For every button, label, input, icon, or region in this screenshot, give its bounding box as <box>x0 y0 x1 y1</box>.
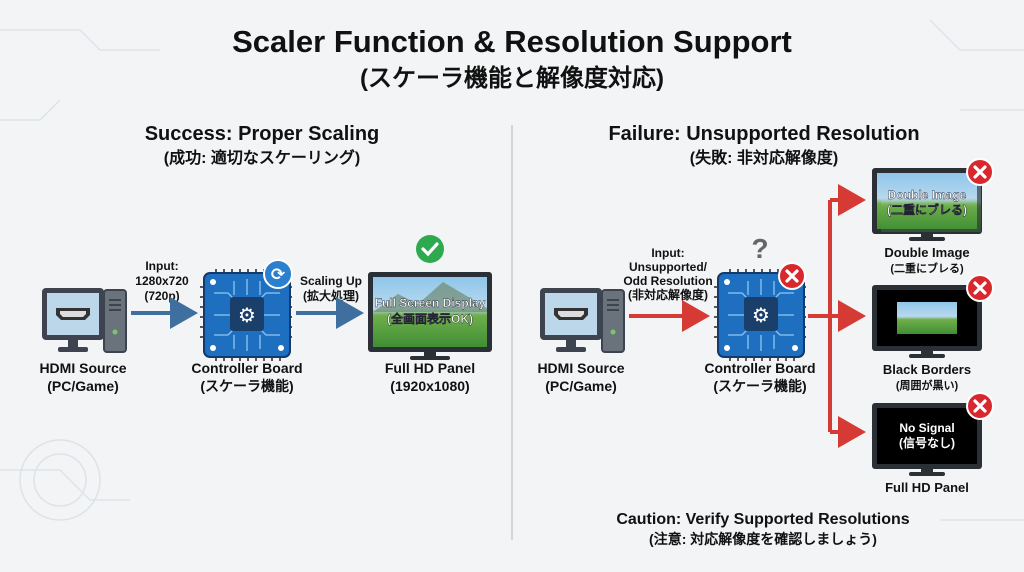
page-title: Scaler Function & Resolution Support <box>232 24 792 59</box>
black-borders-label: Black Borders <box>883 362 971 377</box>
scaling-sub: (拡大処理) <box>303 288 359 303</box>
error-icon <box>965 391 995 421</box>
source-sub: (PC/Game) <box>47 378 119 394</box>
error-icon <box>965 157 995 187</box>
no-signal-screen-sub: (信号なし) <box>899 435 955 450</box>
input-odd-resolution: Odd Resolution <box>623 274 712 288</box>
check-icon <box>416 235 444 263</box>
refresh-icon: ⟳ <box>263 259 293 289</box>
black-borders-monitor-icon <box>872 285 982 358</box>
failure-panel: Failure: Unsupported Resolution (失敗: 非対応… <box>537 123 995 547</box>
double-image-monitor-icon <box>872 168 982 241</box>
panel-screen-sub: (全画面表示OK) <box>387 311 473 326</box>
failure-heading: Failure: Unsupported Resolution <box>608 123 919 145</box>
double-image-screen-sub: (二重にブレる) <box>887 202 967 217</box>
caution-sub: (注意: 対応解像度を確認しましょう) <box>649 531 877 547</box>
input-label: Input: <box>145 259 178 273</box>
input-mode: (720p) <box>144 289 179 303</box>
board-label: Controller Board <box>191 360 302 376</box>
double-image-screen-text: Double Image <box>888 188 967 202</box>
pc-icon <box>41 287 127 353</box>
full-hd-monitor-icon <box>368 272 492 360</box>
scaling-label: Scaling Up <box>300 274 362 288</box>
source-sub: (PC/Game) <box>545 378 617 394</box>
panel-resolution: (1920x1080) <box>390 378 469 394</box>
error-icon <box>777 261 807 291</box>
error-icon <box>965 273 995 303</box>
question-mark-icon: ? <box>751 233 768 264</box>
success-subheading: (成功: 適切なスケーリング) <box>164 148 360 167</box>
circuit-background <box>0 19 1024 521</box>
black-borders-sub: (周囲が黒い) <box>896 378 959 392</box>
source-label: HDMI Source <box>537 360 624 376</box>
board-sub: (スケーラ機能) <box>200 378 293 394</box>
success-heading: Success: Proper Scaling <box>145 123 380 145</box>
double-image-sub: (二重にブレる) <box>890 261 964 275</box>
no-signal-monitor-icon <box>872 403 982 476</box>
source-label: HDMI Source <box>39 360 126 376</box>
panel-label: Full HD Panel <box>385 360 475 376</box>
no-signal-screen-text: No Signal <box>899 421 954 435</box>
success-panel: Success: Proper Scaling (成功: 適切なスケーリング) … <box>39 123 492 394</box>
input-unsupported: Unsupported/ <box>629 260 708 274</box>
input-label: Input: <box>651 246 684 260</box>
pc-icon <box>539 287 625 353</box>
board-label: Controller Board <box>704 360 815 376</box>
failure-subheading: (失敗: 非対応解像度) <box>690 148 838 167</box>
double-image-label: Double Image <box>884 245 969 260</box>
caution-text: Caution: Verify Supported Resolutions <box>616 511 909 528</box>
page-subtitle: (スケーラ機能と解像度対応) <box>360 64 664 92</box>
board-sub: (スケーラ機能) <box>713 378 806 394</box>
input-resolution: 1280x720 <box>135 274 189 288</box>
panel-screen-text: Full Screen Display <box>375 296 486 310</box>
svg-text:⟳: ⟳ <box>271 265 285 284</box>
full-hd-panel-label: Full HD Panel <box>885 480 969 495</box>
branch-arrows <box>808 184 866 448</box>
input-sub: (非対応解像度) <box>628 287 708 302</box>
